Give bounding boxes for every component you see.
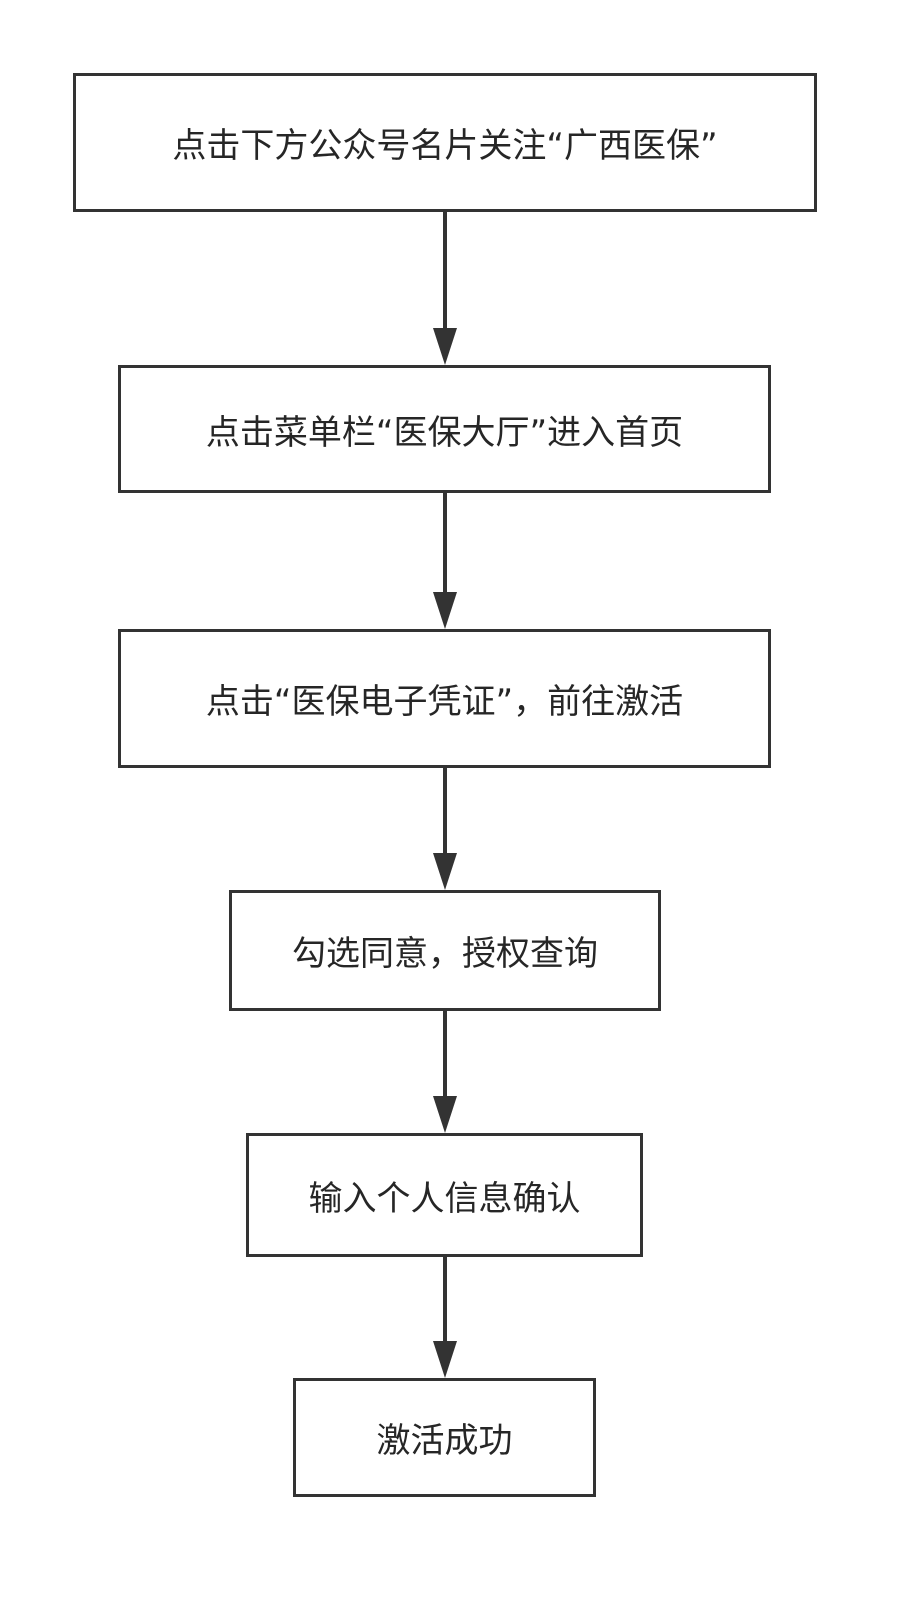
flow-step-confirm-info: 输入个人信息确认 — [246, 1133, 643, 1257]
arrowhead-icon — [433, 853, 457, 890]
flow-step-label: 激活成功 — [376, 1421, 513, 1461]
flow-step-label: 输入个人信息确认 — [308, 1178, 581, 1219]
flow-step-follow-account: 点击下方公众号名片关注“广西医保” — [73, 73, 817, 212]
flow-step-open-voucher: 点击“医保电子凭证”，前往激活 — [118, 629, 771, 768]
flow-step-label: 点击“医保电子凭证”，前往激活 — [205, 682, 684, 722]
flow-step-label: 点击菜单栏“医保大厅”进入首页 — [205, 412, 684, 453]
arrowhead-icon — [433, 592, 457, 629]
arrowhead-icon — [433, 1096, 457, 1133]
flow-step-activated: 激活成功 — [293, 1378, 596, 1497]
arrowhead-icon — [433, 328, 457, 365]
flow-step-enter-homepage: 点击菜单栏“医保大厅”进入首页 — [118, 365, 771, 493]
flow-step-label: 点击下方公众号名片关注“广西医保” — [172, 126, 718, 166]
flow-step-authorize: 勾选同意，授权查询 — [229, 890, 661, 1011]
arrowhead-icon — [433, 1341, 457, 1378]
flow-step-label: 勾选同意，授权查询 — [292, 934, 598, 974]
